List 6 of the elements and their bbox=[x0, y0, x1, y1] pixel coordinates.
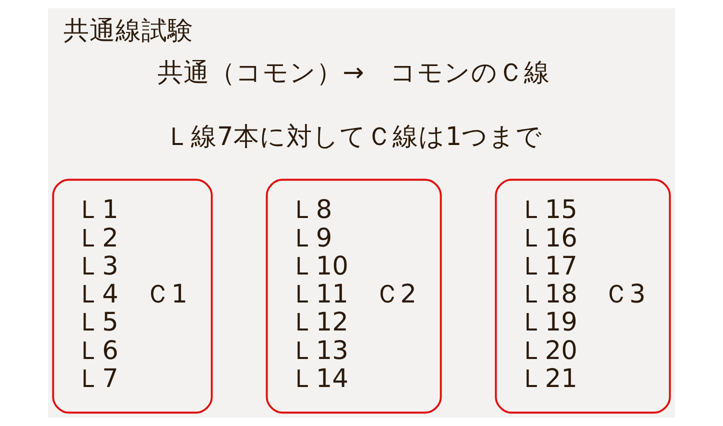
label: 共通（コモン）→ コモンのＣ線 bbox=[158, 58, 550, 88]
label: Ｌ線7本に対してＣ線は1つまで bbox=[165, 122, 543, 152]
node-box: Ｌ15 Ｌ16 Ｌ17 Ｌ18 Ｌ19 Ｌ20 Ｌ21 Ｃ3 bbox=[494, 178, 671, 414]
node-box: Ｌ1 Ｌ2 Ｌ3 Ｌ4 Ｌ5 Ｌ6 Ｌ7 Ｃ1 bbox=[52, 178, 213, 414]
diagram-title: 共通線試験 bbox=[64, 16, 194, 46]
node-box: Ｌ8 Ｌ9 Ｌ10 Ｌ11 Ｌ12 Ｌ13 Ｌ14 Ｃ2 bbox=[266, 178, 442, 414]
